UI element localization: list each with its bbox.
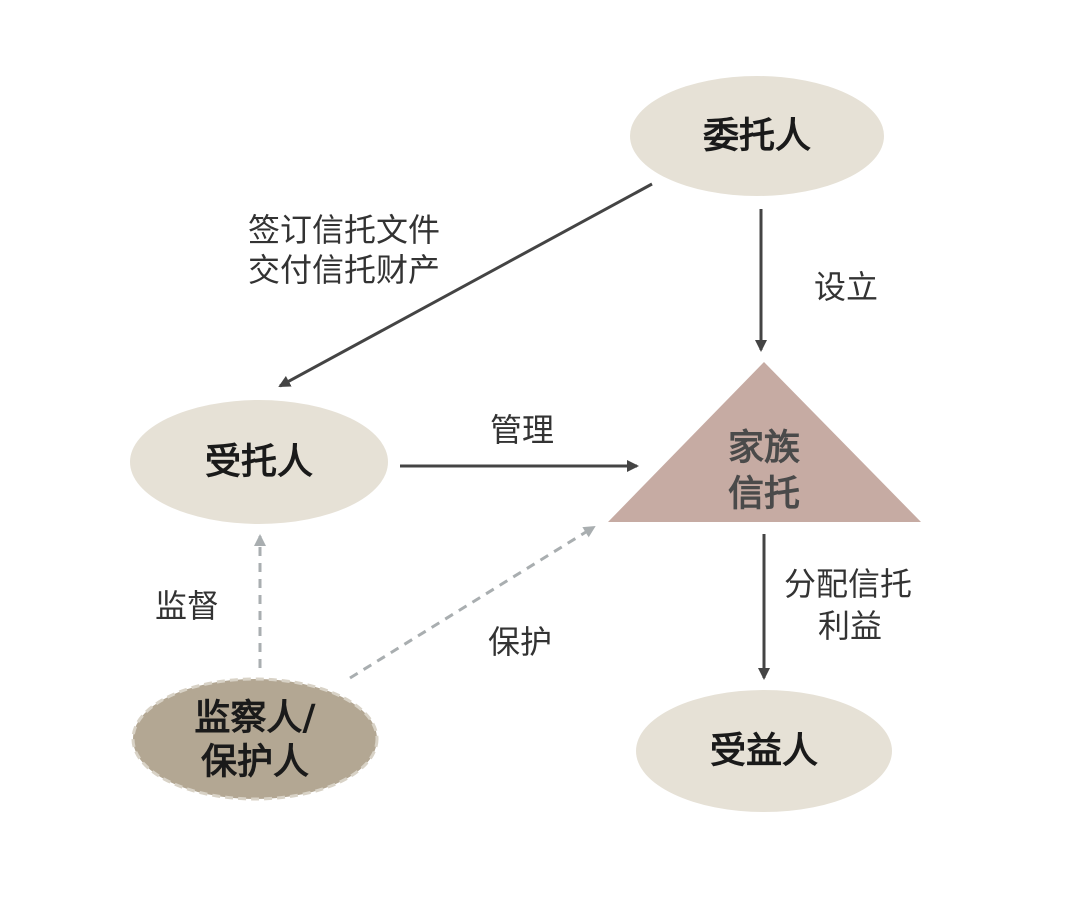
distribute-label-line1: 分配信托 xyxy=(784,565,912,603)
sign-label-line2: 交付信托财产 xyxy=(248,251,440,289)
trustee-ellipse xyxy=(130,400,388,524)
settlor-label: 委托人 xyxy=(703,116,811,157)
beneficiary-label: 受益人 xyxy=(710,731,818,772)
supervisor-label-line2: 保护人 xyxy=(201,742,309,783)
family-trust-node: 家族 信托 xyxy=(608,362,921,522)
beneficiary-node: 受益人 xyxy=(636,690,892,812)
settlor-node: 委托人 xyxy=(630,76,884,196)
protect-arrow xyxy=(349,525,596,680)
supervisor-label-line1: 监察人/ xyxy=(194,698,316,739)
trust-label-line1: 家族 xyxy=(728,428,800,469)
sign-arrow xyxy=(278,182,653,388)
establish-label: 设立 xyxy=(814,268,878,306)
trust-label-line2: 信托 xyxy=(728,474,800,515)
trustee-node: 受托人 xyxy=(130,400,388,524)
supervisor-ellipse xyxy=(131,677,379,801)
supervisor-node: 监察人/ 保护人 xyxy=(131,677,379,801)
trustee-label: 受托人 xyxy=(205,442,313,483)
beneficiary-ellipse xyxy=(636,690,892,812)
distribute-label-line2: 利益 xyxy=(818,607,882,645)
settlor-ellipse xyxy=(630,76,884,196)
supervise-label: 监督 xyxy=(155,587,219,625)
family-trust-triangle xyxy=(608,362,921,522)
protect-label: 保护 xyxy=(488,623,552,661)
manage-label: 管理 xyxy=(490,411,554,449)
sign-label-line1: 签订信托文件 xyxy=(248,211,440,249)
